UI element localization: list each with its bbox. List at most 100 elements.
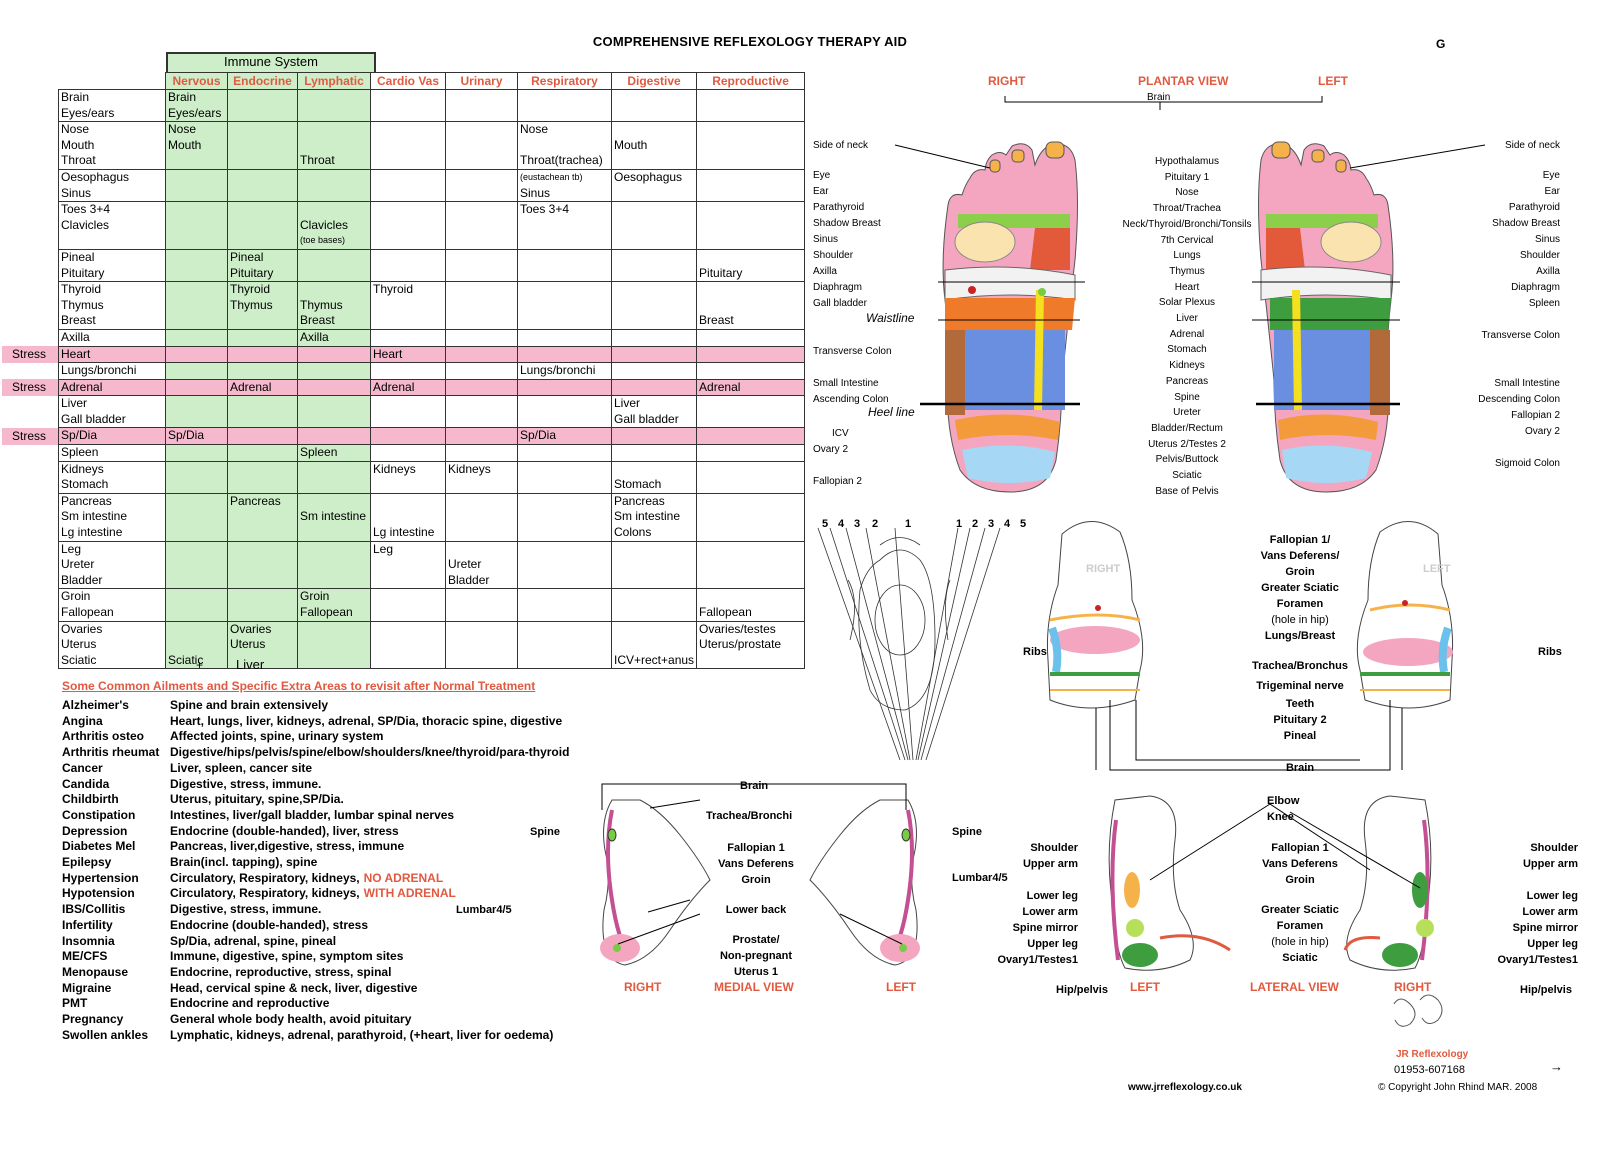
cell-line: Pancreas: [230, 493, 281, 508]
copyright-notice: © Copyright John Rhind MAR. 2008: [1378, 1082, 1538, 1093]
plantar-right-foot: [942, 141, 1078, 493]
organ-name: Toes 3+4: [61, 202, 111, 217]
system-cell: [165, 460, 228, 494]
dorsal-center-label: Trigeminal nerve: [1256, 680, 1344, 692]
ailment-name: Menopause: [62, 964, 129, 979]
lateral-right-label: Lower leg: [1526, 890, 1578, 902]
organ-name: Oesophagus: [61, 169, 130, 184]
zone-number-right: 5: [1020, 518, 1027, 530]
cell-line: Toes 3+4: [520, 202, 570, 217]
ailment-name: Arthritis osteo: [62, 729, 145, 744]
plantar-center-label: Adrenal: [1169, 328, 1205, 340]
footer-liver: Liver: [236, 657, 265, 672]
organ-cell: Adrenal: [58, 378, 166, 397]
organ-cell: Heart: [58, 345, 166, 364]
cell-line: Leg: [373, 541, 394, 556]
organ-name: Eyes/ears: [61, 105, 115, 120]
ailment-areas: Circulatory, Respiratory, kidneys,: [170, 870, 360, 885]
lateral-left-label: Spine mirror: [1012, 922, 1078, 934]
zone-number-right: 2: [972, 518, 979, 530]
cell-line: Uterus: [230, 637, 266, 652]
dorsal-center-label: (hole in hip): [1271, 614, 1329, 626]
zone-number-left: 2: [872, 518, 879, 530]
website-url: www.jrreflexology.co.uk: [1128, 1082, 1242, 1093]
system-cell: [445, 427, 518, 446]
cell-line: Sp/Dia: [520, 428, 557, 443]
system-cell: [517, 395, 612, 429]
plantar-center-label: Solar Plexus: [1158, 297, 1216, 309]
ailment-areas: Head, cervical spine & neck, liver, dige…: [170, 980, 418, 995]
system-cell: [297, 248, 371, 283]
system-cell: [165, 281, 228, 330]
ailment-areas: Endocrine (double-handed), liver, stress: [170, 823, 399, 838]
cell-line: Spleen: [300, 445, 338, 460]
cell-line: Ovaries/testes: [699, 621, 776, 636]
cell-line: Bladder: [448, 572, 490, 587]
system-cell: [227, 460, 298, 494]
cell-line: Adrenal: [699, 379, 741, 394]
lateral-view-tag: LATERAL VIEW: [1250, 980, 1339, 994]
heel-zone: [962, 445, 1055, 483]
zone-number-left: 3: [854, 518, 861, 530]
organ-name: Sinus: [61, 185, 92, 200]
corner-letter: G: [1436, 37, 1446, 51]
system-cell: Toes 3+4: [517, 201, 612, 250]
ailment-description: Lymphatic, kidneys, adrenal, parathyroid…: [170, 1028, 553, 1044]
dorsal-right-tag: RIGHT: [1086, 563, 1121, 575]
cell-line: Pineal: [230, 249, 264, 264]
zone-number-left: 1: [905, 518, 912, 530]
ailment-areas: Digestive, stress, immune.: [170, 902, 322, 917]
dorsal-center-label: Fallopian 1/: [1269, 534, 1331, 546]
plantar-left-label: Sinus: [813, 234, 839, 245]
system-cell: [165, 588, 228, 622]
cell-line: Mouth: [168, 137, 202, 152]
cell-line: Nose: [168, 122, 197, 137]
lateral-left-label: Lower leg: [1026, 890, 1078, 902]
organ-name: Lg intestine: [61, 525, 123, 540]
system-cell: [610, 281, 698, 330]
system-cell: Stomach: [610, 460, 698, 494]
lateral-right-label: Shoulder: [1530, 842, 1578, 854]
system-cell: [370, 88, 446, 123]
system-cell: Sp/Dia: [517, 427, 612, 446]
dorsal-left-foot: [1356, 521, 1454, 709]
ailment-areas: Pancreas, liver,digestive, stress, immun…: [170, 839, 405, 854]
plantar-center-label: Pituitary 1: [1164, 171, 1210, 183]
plantar-left-label: Shoulder: [813, 250, 854, 261]
immune-system-header: Immune System: [166, 52, 376, 73]
ailment-description: Endocrine, reproductive, stress, spinal: [170, 965, 391, 981]
lateral-center-label: Foramen: [1276, 920, 1324, 932]
system-cell: [696, 88, 806, 123]
organ-name: Axilla: [61, 329, 90, 344]
plantar-left-label: Eye: [813, 170, 831, 181]
plantar-right-label: Descending Colon: [1478, 394, 1560, 405]
plantar-center-label: Uterus 2/Testes 2: [1148, 438, 1226, 450]
medial-brain-label: Brain: [740, 780, 769, 792]
ailment-description: Spine and brain extensively: [170, 698, 328, 714]
system-cell: [517, 88, 612, 123]
medial-spine-left-label: Spine: [530, 826, 560, 838]
cell-line: Adrenal: [230, 379, 272, 394]
organ-name: Fallopean: [61, 605, 114, 619]
medial-lumbar-left-label: Lumbar4/5: [456, 904, 512, 916]
lateral-left-foot: [1108, 795, 1231, 971]
plantar-right-label: Ear: [1544, 186, 1560, 197]
ailment-name: ME/CFS: [62, 949, 108, 964]
organ-name: Sciatic: [61, 652, 97, 667]
system-cell: [227, 168, 298, 203]
ailment-areas: Heart, lungs, liver, kidneys, adrenal, S…: [170, 713, 563, 728]
plantar-center-label: Heart: [1174, 281, 1200, 293]
intestine-zone: [950, 330, 1065, 410]
plantar-center-label: Hypothalamus: [1155, 156, 1219, 167]
system-cell: [517, 588, 612, 622]
